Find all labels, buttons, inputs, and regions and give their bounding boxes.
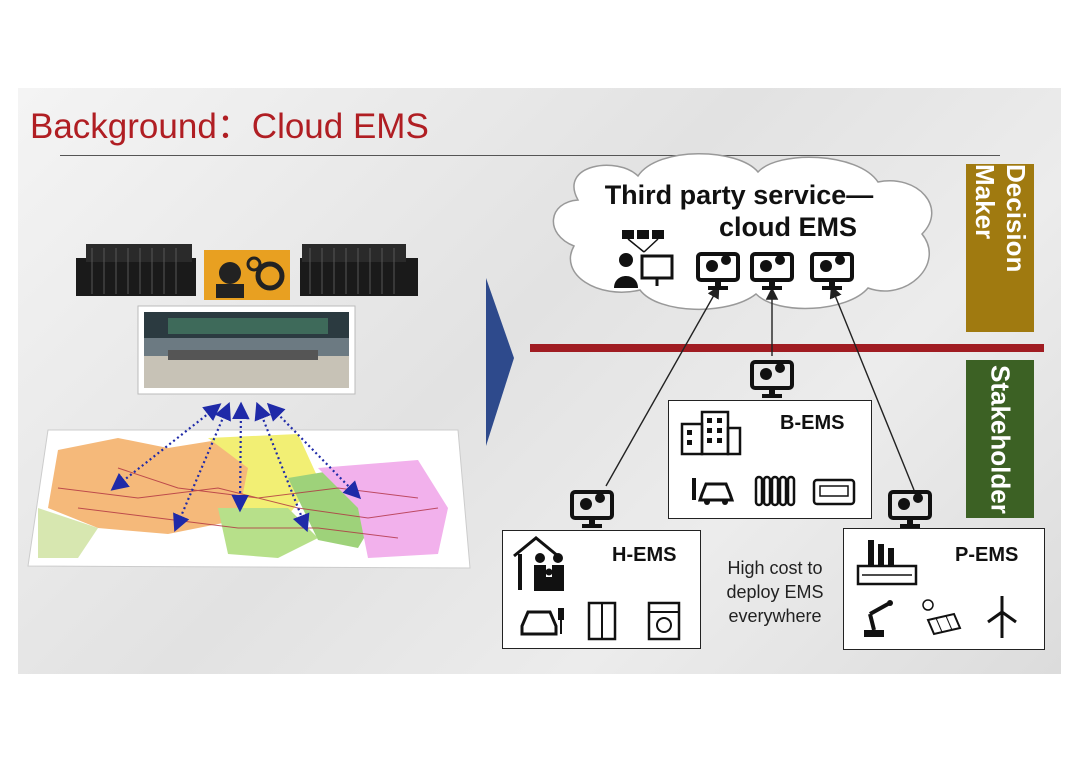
solar-panel-icon: [922, 599, 962, 636]
gear-monitor-icon: [570, 490, 614, 528]
building-icon: [680, 410, 742, 456]
cloud-title-line2: cloud EMS: [718, 212, 857, 242]
cloud-title-line1: Third party service—: [604, 180, 874, 210]
tier-divider: [530, 344, 1044, 352]
slide: Background：Cloud EMS: [18, 88, 1061, 674]
cloud-shape: [552, 153, 933, 310]
fridge-icon: [587, 601, 617, 641]
cost-note-line3: everywhere: [728, 606, 822, 626]
decision-maker-tag: Decision Maker: [966, 164, 1034, 332]
gear-monitor-icon: [888, 490, 932, 528]
cost-note-line1: High cost to: [727, 558, 823, 578]
operator-control-icon: [204, 250, 290, 300]
wind-turbine-icon: [987, 596, 1017, 638]
diagram-canvas: [27, 153, 1044, 569]
operator-icon: [614, 230, 674, 288]
grid-map: [27, 401, 471, 569]
slide-title: Background：Cloud EMS: [30, 107, 429, 146]
car-icon: [692, 478, 735, 505]
stakeholder-tag: Stakeholder: [966, 360, 1034, 518]
gear-monitor-icon: [810, 252, 854, 290]
server-rack-right-icon: [300, 244, 418, 296]
electric-car-icon: [520, 608, 564, 636]
server-rack-left-icon: [76, 244, 196, 296]
b-ems-label: B-EMS: [780, 412, 845, 434]
gear-monitor-icon: [750, 252, 794, 290]
washer-icon: [647, 601, 681, 641]
h-ems-label: H-EMS: [612, 544, 677, 566]
title-rule: [60, 155, 1000, 156]
transition-arrow: [486, 278, 514, 446]
robot-arm-icon: [864, 600, 893, 637]
cost-note: High cost to deploy EMS everywhere: [710, 556, 840, 628]
radiator-icon: [754, 475, 796, 507]
gear-monitor-icon: [696, 252, 740, 290]
p-ems-box: [843, 528, 1045, 650]
control-room-photo: [137, 305, 356, 395]
thermostat-icon: [812, 478, 856, 506]
cost-note-line2: deploy EMS: [726, 582, 824, 602]
p-ems-label: P-EMS: [955, 544, 1019, 566]
factory-icon: [856, 540, 918, 586]
gear-monitor-icon: [750, 360, 794, 398]
family-house-icon: [513, 536, 564, 591]
